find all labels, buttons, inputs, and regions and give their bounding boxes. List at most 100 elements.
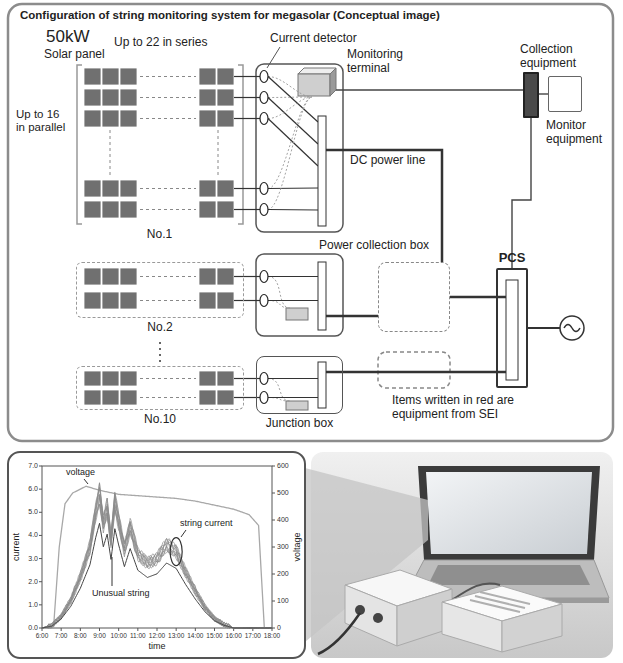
- device-front: [442, 602, 502, 652]
- axis-tick-label: 3.0: [28, 555, 38, 563]
- current-detector: [260, 295, 268, 307]
- solar-panel: [102, 110, 119, 127]
- axis-tick: [176, 628, 177, 631]
- panel-gap: [140, 97, 196, 98]
- axis-tick: [157, 628, 158, 631]
- device-side: [502, 604, 562, 652]
- axis-tick: [272, 520, 275, 521]
- axis-tick: [61, 628, 62, 631]
- string-current-curve: [42, 488, 272, 628]
- collection-equipment: Collection equipment: [523, 72, 539, 118]
- axis-tick: [272, 601, 275, 602]
- axis-tick-label: 0: [277, 624, 281, 632]
- axis-tick: [272, 466, 275, 467]
- string-wire: [234, 76, 260, 77]
- chart-annotation: Unusual string: [92, 588, 150, 598]
- solar-panel: [102, 89, 119, 106]
- solar-panel: [102, 68, 119, 85]
- string-wire: [268, 98, 318, 145]
- node-label: PCS: [499, 251, 526, 266]
- node-label: Collection equipment: [520, 43, 592, 71]
- axis-tick: [195, 628, 196, 631]
- axis-tick-label: 17:00: [245, 632, 261, 639]
- chart-annotation: time: [148, 641, 165, 651]
- panel-gap: [140, 378, 196, 379]
- solar-panel: [217, 89, 234, 106]
- signal-line: [512, 118, 531, 268]
- plot-frame: [42, 466, 272, 628]
- axis-tick-label: 9:00: [93, 632, 106, 639]
- current-detector: [260, 113, 268, 125]
- current-detector: [260, 392, 268, 404]
- solar-panel: [84, 371, 101, 386]
- axis-tick-label: 15:00: [206, 632, 222, 639]
- callout-label: 50kW: [46, 27, 89, 47]
- string-wire: [268, 397, 318, 398]
- device-stripes: [470, 592, 530, 612]
- panel-gap: [140, 76, 196, 77]
- solar-panel: [84, 268, 101, 285]
- solar-panel: [217, 201, 234, 218]
- axis-tick: [214, 628, 215, 631]
- axis-tick-label: 18:00: [264, 632, 280, 639]
- signal-line: [539, 93, 548, 94]
- bus-bar: [318, 262, 326, 330]
- string-current-curve: [42, 494, 272, 628]
- axis-tick: [272, 493, 275, 494]
- dc-power-line: [450, 296, 496, 299]
- callout-label: Solar panel: [44, 48, 105, 62]
- axis-tick: [39, 604, 42, 605]
- leader-line: [112, 557, 113, 586]
- solar-panel: [84, 292, 101, 309]
- monitoring-terminal: [330, 68, 336, 96]
- monitoring-terminal: [286, 401, 308, 410]
- node-label: No.10: [144, 413, 176, 427]
- solar-panel: [199, 68, 216, 85]
- axis-tick: [39, 581, 42, 582]
- axis-tick: [99, 628, 100, 631]
- device-front: [345, 585, 397, 646]
- solar-arrays: [84, 68, 326, 408]
- bus-bar: [318, 362, 326, 408]
- callout-label: Items written in red are equipment from …: [392, 394, 532, 422]
- axis-tick: [39, 466, 42, 467]
- node-label: Monitor equipment: [546, 119, 614, 147]
- chart: [39, 466, 275, 631]
- leader-line: [84, 479, 88, 484]
- axis-tick: [118, 628, 119, 631]
- string-wire: [234, 209, 260, 210]
- panel-gap: [140, 188, 196, 189]
- chart-annotation: string current: [180, 518, 233, 528]
- panel-gap: [218, 130, 219, 176]
- solar-panel: [84, 89, 101, 106]
- axis-tick: [137, 628, 138, 631]
- axis-tick-label: 6.0: [28, 485, 38, 493]
- panel-gap: [140, 300, 196, 301]
- chart-panel: [8, 452, 305, 658]
- solar-panel: [84, 201, 101, 218]
- axis-tick-label: 12:00: [149, 632, 165, 639]
- string-array: No.2: [76, 262, 244, 318]
- panel-gap: [140, 276, 196, 277]
- sensor-wire: [268, 301, 290, 309]
- dc-power-line: [326, 315, 378, 318]
- string-current-curve: [42, 496, 272, 628]
- string-array: No.1: [76, 62, 243, 226]
- solar-panel: [102, 180, 119, 197]
- string-wire: [268, 378, 318, 379]
- string-current-curve: [42, 498, 272, 628]
- panel-gap: [110, 130, 111, 176]
- array-bracket: [238, 65, 243, 224]
- solar-panel: [199, 268, 216, 285]
- bus-bar: [506, 280, 518, 380]
- solar-panel: [217, 371, 234, 386]
- axis-tick-label: 500: [277, 489, 289, 497]
- chart-annotation: voltage: [66, 467, 95, 477]
- axis-tick-label: 7.0: [28, 462, 38, 470]
- current-detector: [260, 183, 268, 195]
- junction-box: Junction box: [256, 356, 343, 414]
- highlight-ellipse: [170, 538, 182, 566]
- string-wire: [268, 300, 318, 301]
- solar-panel: [199, 390, 216, 405]
- axis-tick: [272, 574, 275, 575]
